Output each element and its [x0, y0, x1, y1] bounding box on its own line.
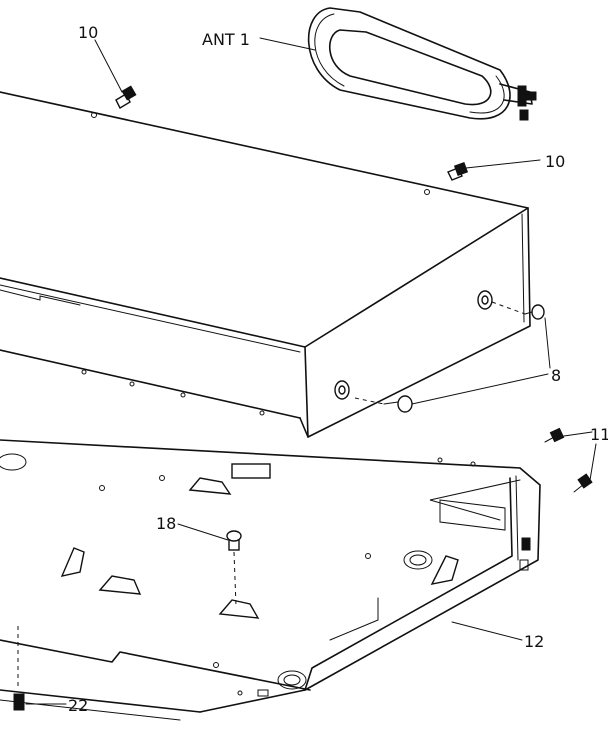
- label-screw-10-right: 10: [545, 152, 565, 171]
- label-screw-8: 8: [551, 366, 561, 385]
- screw-10-right: [447, 161, 469, 181]
- screw-8-back: [524, 304, 545, 320]
- screw-8-front: [383, 395, 413, 413]
- screw-22: [13, 626, 25, 711]
- screw-18: [226, 530, 242, 607]
- screw-10-left: [115, 85, 137, 109]
- label-screw-18: 18: [156, 514, 176, 533]
- chassis: [0, 439, 541, 721]
- label-screw-22: 22: [68, 696, 88, 715]
- label-screw-11: 11: [590, 425, 608, 444]
- loop-antenna: [307, 7, 537, 121]
- leader-lines: [25, 37, 597, 705]
- top-cover: [0, 91, 531, 438]
- screw-11-upper: [544, 427, 565, 443]
- label-ant: ANT 1: [202, 30, 250, 49]
- label-chassis-12: 12: [524, 632, 544, 651]
- screw-11-lower: [573, 473, 593, 493]
- label-screw-10-left: 10: [78, 23, 98, 42]
